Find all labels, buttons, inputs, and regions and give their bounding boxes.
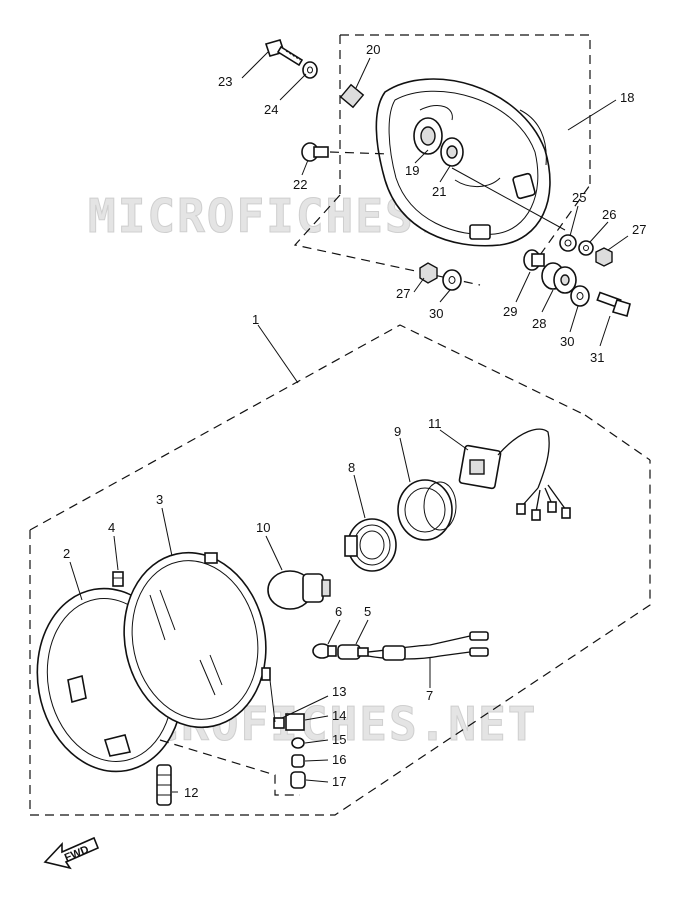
leader-22 <box>329 151 391 155</box>
callout-1: 1 <box>252 312 259 327</box>
part-17-screw <box>290 771 306 789</box>
callout-2: 2 <box>63 546 70 561</box>
callout-3: 3 <box>156 492 163 507</box>
callout-22: 22 <box>293 177 307 192</box>
headlight-body-group <box>264 34 631 317</box>
part-11-connector <box>458 428 571 521</box>
part-27-nut-left <box>419 262 438 284</box>
callout-19: 19 <box>405 163 419 178</box>
part-23-bolt <box>264 39 304 67</box>
leader-17 <box>159 739 300 796</box>
top-group-outline-lower <box>293 194 481 286</box>
callout-27-left: 27 <box>396 286 410 301</box>
fwd-arrow-icon: FWD <box>43 836 100 870</box>
callout-23: 23 <box>218 74 232 89</box>
part-5-socket <box>337 644 369 660</box>
callout-21: 21 <box>432 184 446 199</box>
callout-9: 9 <box>394 424 401 439</box>
unit-outline-top <box>29 324 586 531</box>
callout-6: 6 <box>335 604 342 619</box>
callout-5: 5 <box>364 604 371 619</box>
callout-31: 31 <box>590 350 604 365</box>
callout-8: 8 <box>348 460 355 475</box>
callout-7: 7 <box>426 688 433 703</box>
unit-outline-bottom <box>29 460 651 816</box>
part-29-collar <box>523 249 545 271</box>
part-30-washer-right <box>570 285 590 307</box>
part-15-washer <box>291 737 305 749</box>
callout-numbers: 1 2 3 4 5 6 7 8 9 10 11 12 13 14 15 16 1… <box>63 42 646 800</box>
callout-20: 20 <box>366 42 380 57</box>
part-10-bulb <box>267 570 331 610</box>
callout-17: 17 <box>332 774 346 789</box>
part-19-grommet <box>413 117 443 155</box>
callout-25: 25 <box>572 190 586 205</box>
callout-4: 4 <box>108 520 115 535</box>
part-7-harness <box>367 631 489 661</box>
part-6-bulb <box>312 643 337 659</box>
headlight-unit-group <box>29 324 651 816</box>
callout-12: 12 <box>184 785 198 800</box>
callout-leaders <box>69 51 629 793</box>
part-31-bolt <box>596 291 631 317</box>
part-26-washer <box>578 240 594 256</box>
callout-29: 29 <box>503 304 517 319</box>
unit-outline-right <box>584 414 651 461</box>
callout-14: 14 <box>332 708 346 723</box>
callout-11: 11 <box>428 416 442 431</box>
part-16-nut <box>291 754 305 768</box>
part-27-nut-right <box>595 247 613 267</box>
part-8-socket <box>344 518 397 572</box>
fwd-label: FWD <box>63 844 91 865</box>
callout-30-right: 30 <box>560 334 574 349</box>
callout-13: 13 <box>332 684 346 699</box>
top-group-outline <box>340 34 591 185</box>
part-20-nut <box>339 83 365 109</box>
part-24-washer <box>302 61 318 79</box>
callout-10: 10 <box>256 520 270 535</box>
callout-15: 15 <box>332 732 346 747</box>
callout-30-left: 30 <box>429 306 443 321</box>
callout-24: 24 <box>264 102 278 117</box>
part-14-bracket <box>285 713 305 731</box>
part-3-lens-unit <box>123 551 271 729</box>
part-4-screw <box>112 571 124 587</box>
part-30-washer-left <box>442 269 462 291</box>
callout-18: 18 <box>620 90 634 105</box>
callout-26: 26 <box>602 207 616 222</box>
callout-27-right: 27 <box>632 222 646 237</box>
part-12-screw <box>156 764 172 806</box>
callout-16: 16 <box>332 752 346 767</box>
part-21-socket <box>440 137 464 167</box>
leader-13 <box>269 679 276 723</box>
part-28-damper <box>541 262 577 294</box>
leader-21-axis <box>451 167 566 231</box>
callout-28: 28 <box>532 316 546 331</box>
part-22-screw <box>301 142 329 162</box>
part-25-washer <box>559 234 577 252</box>
part-9-cover <box>397 479 457 541</box>
part-13-terminal <box>273 717 285 729</box>
